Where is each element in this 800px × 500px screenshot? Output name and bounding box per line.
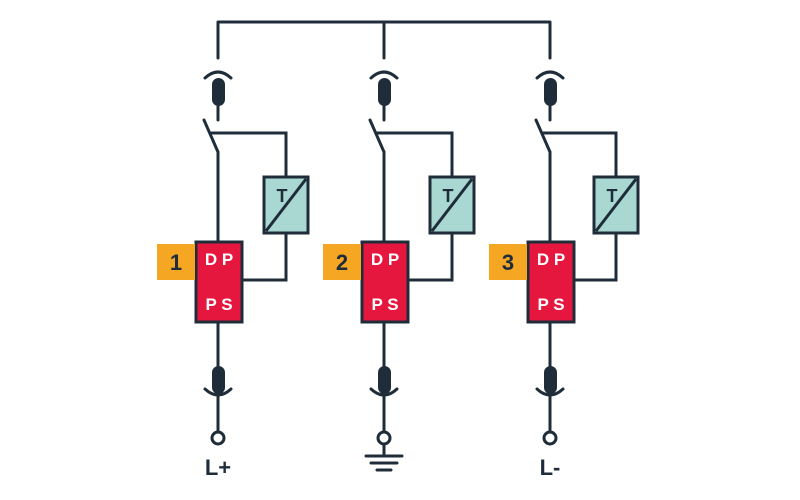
top-fuse-pin <box>212 78 225 106</box>
top-connector-arc <box>535 70 565 80</box>
switch-blade <box>534 118 552 154</box>
terminal-label-L-minus: L- <box>540 455 561 480</box>
svg-text:3: 3 <box>502 250 514 275</box>
dps-block: D P P S <box>526 240 576 324</box>
thermal-label: T <box>443 186 454 206</box>
svg-text:2: 2 <box>336 250 348 275</box>
dps-label-line1: D P <box>537 250 565 269</box>
ground-icon <box>364 442 404 472</box>
switch-blade <box>202 118 220 154</box>
module-1: T D P P S 1 L+ <box>157 70 310 480</box>
module-3: T D P P S 3 L- <box>489 70 640 480</box>
number-badge: 2 <box>323 244 361 280</box>
bottom-fuse-pin <box>378 366 391 394</box>
top-connector-arc <box>203 70 233 80</box>
number-badge: 1 <box>157 244 195 280</box>
top-fuse-pin <box>378 78 391 106</box>
thermal-block: T <box>592 175 640 235</box>
top-connector-arc <box>369 70 399 80</box>
thermal-label: T <box>277 186 288 206</box>
dps-label-line2: P S <box>205 295 232 314</box>
dps-block: D P P S <box>194 240 244 324</box>
dps-label-line1: D P <box>205 250 233 269</box>
bottom-fuse-pin <box>544 366 557 394</box>
thermal-link-wire <box>375 131 454 179</box>
thermal-link-wire <box>209 131 288 179</box>
terminal-circle <box>542 430 558 446</box>
bottom-connector-arc <box>369 387 399 397</box>
module-2: T D P P S 2 <box>323 70 476 472</box>
thermal-block: T <box>262 175 310 235</box>
thermal-link-wire <box>541 131 618 179</box>
bottom-connector-arc <box>535 387 565 397</box>
terminal-circle <box>210 430 226 446</box>
svg-text:1: 1 <box>170 250 182 275</box>
bottom-fuse-pin <box>212 366 225 394</box>
dps-block: D P P S <box>360 240 410 324</box>
thermal-label: T <box>607 186 618 206</box>
dps-label-line1: D P <box>371 250 399 269</box>
top-fuse-pin <box>544 78 557 106</box>
terminal-circle <box>376 430 392 446</box>
dps-label-line2: P S <box>537 295 564 314</box>
number-badge: 3 <box>489 244 527 280</box>
bottom-connector-arc <box>203 387 233 397</box>
switch-blade <box>368 118 386 154</box>
terminal-label-L-plus: L+ <box>205 455 231 480</box>
dps-label-line2: P S <box>371 295 398 314</box>
thermal-block: T <box>428 175 476 235</box>
